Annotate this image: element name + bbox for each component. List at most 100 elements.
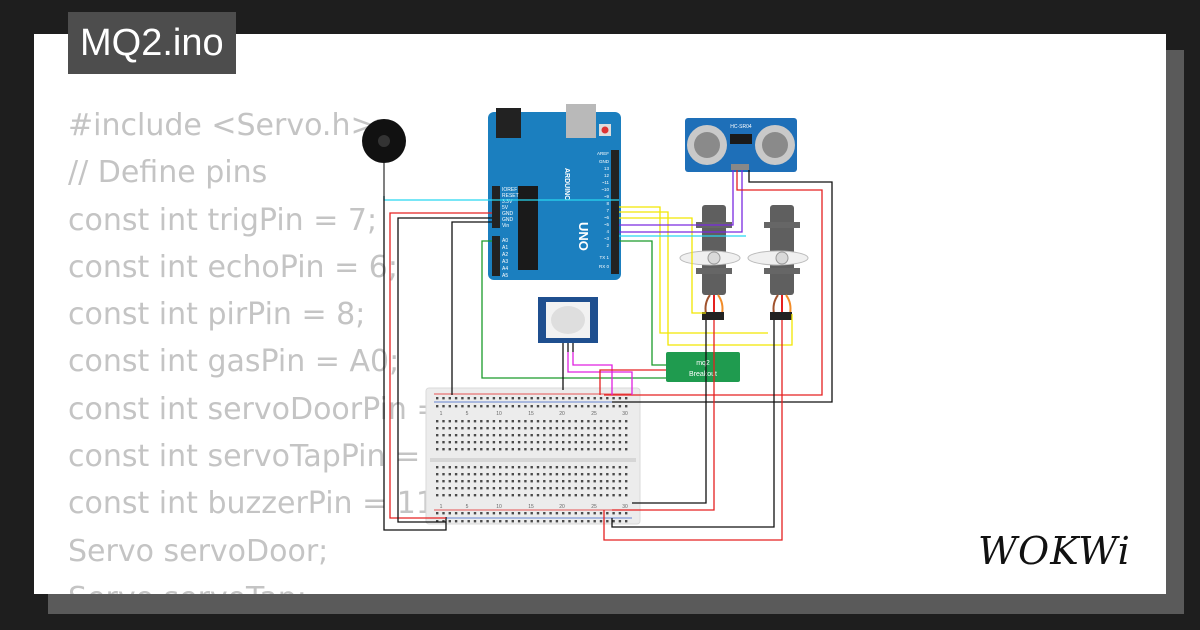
- column-label: 20: [559, 504, 565, 510]
- column-label: 10: [496, 504, 502, 510]
- analog-pin-label: A2: [502, 252, 508, 258]
- wire-sensor-gnd: [612, 170, 833, 403]
- digital-pin-label: 12: [604, 173, 610, 178]
- analog-pin-label: A3: [502, 259, 508, 265]
- code-preview: #include <Servo.h> // Define pins const in…: [68, 102, 451, 594]
- buzzer[interactable]: [362, 119, 406, 196]
- column-label: 5: [466, 504, 469, 510]
- board-model: UNO: [576, 222, 591, 251]
- digital-header: [611, 150, 619, 274]
- arduino-uno-board[interactable]: IOREF RESET 3.3V 5V GND GND Vin A0 A1 A2…: [488, 104, 621, 280]
- wire-servo-door-gnd: [632, 320, 707, 504]
- digital-pin-labels: AREF GND 13 12 ~11 ~10 ~9 8 7 ~6 ~5 4 ~3…: [597, 151, 610, 269]
- code-line: #include <Servo.h>: [68, 108, 376, 143]
- column-label: 25: [591, 411, 597, 417]
- breadboard[interactable]: 1 5 10 15 20 25 30 1 5 10 15 20 25 30: [425, 387, 641, 525]
- column-label: 30: [622, 504, 628, 510]
- digital-pin-label: ~6: [604, 215, 610, 220]
- servo-tap[interactable]: [747, 205, 809, 295]
- digital-pin-label: 2: [606, 243, 609, 248]
- project-title: MQ2.ino: [68, 12, 236, 74]
- digital-pin-label: ~11: [602, 180, 610, 185]
- microcontroller-chip: [518, 186, 538, 270]
- wokwi-logo: WOKWi: [978, 529, 1131, 573]
- code-line: const int trigPin = 7;: [68, 202, 378, 238]
- column-label: 25: [591, 504, 597, 510]
- analog-pin-label: A1: [502, 245, 508, 251]
- code-line: const int pirPin = 8;: [68, 297, 366, 333]
- power-pin-label: Vin: [502, 223, 509, 229]
- code-line: // Define pins: [68, 155, 268, 191]
- code-line: const int echoPin = 6;: [68, 249, 398, 285]
- power-pin-label: 5V: [502, 205, 509, 211]
- wire-servo-tap-signal: [619, 206, 768, 334]
- wire-servo-tap-signal-b: [619, 211, 793, 346]
- column-label: 5: [466, 411, 469, 417]
- wire-pir-vcc: [572, 352, 613, 395]
- column-label: 15: [528, 504, 534, 510]
- wire-buzzer-ground: [383, 196, 447, 531]
- code-line: const int servoDoorPin =: [68, 391, 452, 427]
- power-pin-label: GND: [502, 217, 514, 223]
- pir-sensor[interactable]: [538, 297, 598, 352]
- analog-pin-label: A4: [502, 266, 508, 272]
- usb-port: [566, 104, 596, 138]
- digital-pin-label: RX 0: [599, 264, 610, 269]
- column-label: 10: [496, 411, 502, 417]
- servo-leads: [702, 294, 792, 320]
- wire-gnd-b: [451, 221, 492, 395]
- code-line: const int servoTapPin =: [68, 439, 430, 475]
- power-pin-labels: IOREF RESET 3.3V 5V GND GND Vin: [502, 187, 519, 229]
- analog-pin-label: A5: [502, 273, 508, 279]
- power-pin-label: RESET: [502, 193, 519, 199]
- wire-trig: [619, 170, 734, 226]
- digital-pin-label: 8: [606, 201, 609, 206]
- code-line: const int gasPin = A0;: [68, 344, 400, 380]
- board-brand: ARDUINO: [563, 168, 570, 201]
- mq2-gas-sensor[interactable]: mq2 Breakout: [666, 352, 740, 382]
- code-line: const int buzzerPin = 11: [68, 486, 435, 522]
- power-pin-label: GND: [502, 211, 514, 217]
- code-line: Servo servoTap;: [68, 575, 451, 594]
- column-label: 30: [622, 411, 628, 417]
- column-label: 1: [440, 504, 443, 510]
- analog-pin-labels: A0 A1 A2 A3 A4 A5: [502, 238, 508, 279]
- power-jack: [496, 108, 521, 138]
- column-label: 1: [440, 411, 443, 417]
- digital-pin-label: 7: [606, 208, 609, 213]
- digital-pin-label: TX 1: [599, 255, 609, 260]
- power-header: [492, 186, 500, 228]
- wire-servo-door-vcc: [612, 320, 715, 511]
- reset-button[interactable]: [601, 126, 609, 134]
- code-line: Servo servoDoor;: [68, 533, 329, 569]
- wire-servo-door-signal: [619, 217, 706, 314]
- wire-echo: [619, 170, 743, 233]
- logo-text: WOKWi: [978, 529, 1131, 573]
- wire-servo-tap-vcc: [603, 320, 783, 541]
- wire-gas-signal: [619, 240, 666, 366]
- wire-mq2-vcc: [599, 369, 666, 395]
- digital-pin-label: ~10: [601, 187, 609, 192]
- power-pin-label: 3.3V: [502, 199, 513, 205]
- wire-servo-tap-gnd: [611, 320, 775, 528]
- wire-sensor-vcc: [604, 170, 823, 396]
- wire-5v: [389, 212, 492, 519]
- sensor-label: HC-SR04: [730, 124, 752, 130]
- breadboard-holes: [436, 397, 628, 523]
- analog-header: [492, 236, 500, 276]
- ultrasonic-sensor[interactable]: HC-SR04: [685, 118, 797, 172]
- mq2-sublabel: Breakout: [689, 371, 717, 378]
- column-label: 20: [559, 411, 565, 417]
- mq2-label: mq2: [696, 360, 710, 367]
- analog-pin-label: A0: [502, 238, 508, 244]
- digital-pin-label: 13: [604, 166, 610, 171]
- digital-pin-label: 4: [606, 229, 609, 234]
- power-pin-label: IOREF: [502, 187, 517, 193]
- column-label: 15: [528, 411, 534, 417]
- wire-gas-analog: [481, 240, 666, 379]
- wire-gnd: [397, 217, 492, 523]
- digital-pin-label: ~5: [604, 222, 610, 227]
- digital-pin-label: ~3: [604, 236, 610, 241]
- breadboard-column-labels: 1 5 10 15 20 25 30 1 5 10 15 20 25 30: [440, 411, 628, 510]
